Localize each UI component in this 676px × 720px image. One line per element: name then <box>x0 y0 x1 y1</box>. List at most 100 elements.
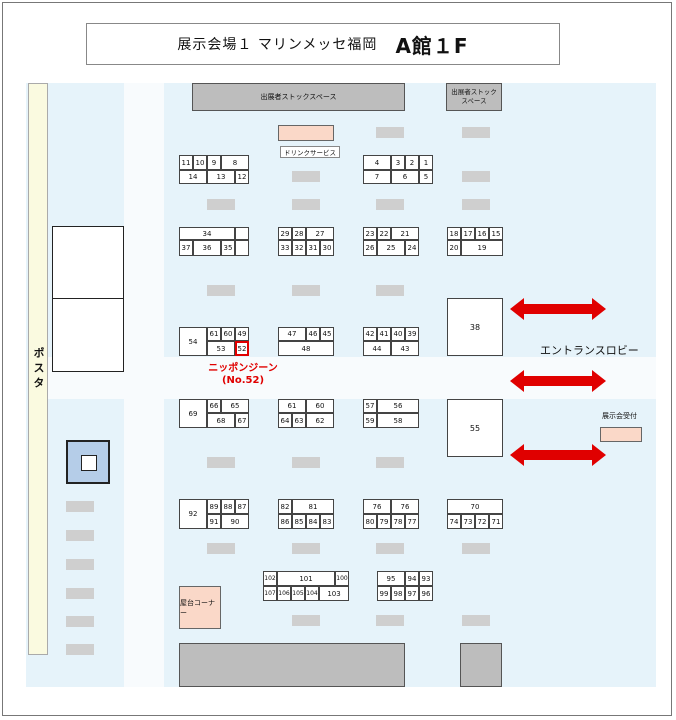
booth-20[interactable]: 20 <box>447 240 461 256</box>
booth-15[interactable]: 15 <box>489 227 503 240</box>
booth-90[interactable]: 90 <box>221 514 249 529</box>
booth-38[interactable]: 38 <box>447 298 503 356</box>
booth-5[interactable]: 5 <box>419 170 433 184</box>
booth-53[interactable]: 53 <box>207 341 235 356</box>
booth-11[interactable]: 11 <box>179 155 193 170</box>
booth-72[interactable]: 72 <box>475 514 489 529</box>
booth-45[interactable]: 45 <box>320 327 334 341</box>
booth-42[interactable]: 42 <box>363 327 377 341</box>
booth-71[interactable]: 71 <box>489 514 503 529</box>
booth-106[interactable]: 106 <box>277 586 291 601</box>
booth-92[interactable]: 92 <box>179 499 207 529</box>
booth-84[interactable]: 84 <box>306 514 320 529</box>
booth-97[interactable]: 97 <box>405 586 419 601</box>
booth-4[interactable]: 4 <box>363 155 391 170</box>
booth-102[interactable]: 102 <box>263 571 277 586</box>
booth-46[interactable]: 46 <box>306 327 320 341</box>
booth-79[interactable]: 79 <box>377 514 391 529</box>
booth-22[interactable]: 22 <box>377 227 391 240</box>
booth-52-highlighted[interactable]: 52 <box>235 341 249 356</box>
booth-61[interactable]: 61 <box>207 327 221 341</box>
booth-37[interactable]: 37 <box>179 240 193 256</box>
booth-9[interactable]: 9 <box>207 155 221 170</box>
booth-23[interactable]: 23 <box>363 227 377 240</box>
booth-63[interactable]: 63 <box>292 413 306 428</box>
booth-107[interactable]: 107 <box>263 586 277 601</box>
booth-80[interactable]: 80 <box>363 514 377 529</box>
booth-88[interactable]: 88 <box>221 499 235 514</box>
booth-76-left[interactable]: 76 <box>363 499 391 514</box>
booth-98[interactable]: 98 <box>391 586 405 601</box>
booth-55[interactable]: 55 <box>447 399 503 457</box>
booth-58[interactable]: 58 <box>377 413 419 428</box>
booth-31[interactable]: 31 <box>306 240 320 256</box>
booth-36[interactable]: 36 <box>193 240 221 256</box>
booth-28[interactable]: 28 <box>292 227 306 240</box>
booth-29[interactable]: 29 <box>278 227 292 240</box>
booth-67[interactable]: 67 <box>235 413 249 428</box>
booth-89[interactable]: 89 <box>207 499 221 514</box>
booth-8[interactable]: 8 <box>221 155 249 170</box>
booth-1[interactable]: 1 <box>419 155 433 170</box>
booth-70[interactable]: 70 <box>447 499 503 514</box>
booth-17[interactable]: 17 <box>461 227 475 240</box>
booth-25[interactable]: 25 <box>377 240 405 256</box>
booth-57[interactable]: 57 <box>363 399 377 413</box>
booth-83[interactable]: 83 <box>320 514 334 529</box>
booth-44[interactable]: 44 <box>363 341 391 356</box>
booth-54[interactable]: 54 <box>179 327 207 356</box>
booth-13[interactable]: 13 <box>207 170 235 184</box>
booth-69[interactable]: 69 <box>179 399 207 428</box>
booth-82[interactable]: 82 <box>278 499 292 514</box>
booth-48[interactable]: 48 <box>278 341 334 356</box>
booth-62[interactable]: 62 <box>306 413 334 428</box>
booth-87[interactable]: 87 <box>235 499 249 514</box>
booth-49[interactable]: 49 <box>235 327 249 341</box>
booth-56[interactable]: 56 <box>377 399 419 413</box>
booth-101[interactable]: 101 <box>277 571 335 586</box>
booth-81[interactable]: 81 <box>292 499 334 514</box>
booth-3[interactable]: 3 <box>391 155 405 170</box>
booth-2[interactable]: 2 <box>405 155 419 170</box>
booth-60-lower[interactable]: 60 <box>306 399 334 413</box>
booth-14[interactable]: 14 <box>179 170 207 184</box>
booth-32[interactable]: 32 <box>292 240 306 256</box>
booth-26[interactable]: 26 <box>363 240 377 256</box>
booth-34-ext[interactable] <box>235 227 249 240</box>
booth-99[interactable]: 99 <box>377 586 391 601</box>
booth-35-ext[interactable] <box>235 240 249 256</box>
booth-65[interactable]: 65 <box>221 399 249 413</box>
booth-16[interactable]: 16 <box>475 227 489 240</box>
booth-103[interactable]: 103 <box>319 586 349 601</box>
booth-6[interactable]: 6 <box>391 170 419 184</box>
booth-7[interactable]: 7 <box>363 170 391 184</box>
booth-21[interactable]: 21 <box>391 227 419 240</box>
booth-76-right[interactable]: 76 <box>391 499 419 514</box>
booth-43[interactable]: 43 <box>391 341 419 356</box>
booth-68[interactable]: 68 <box>207 413 235 428</box>
booth-60[interactable]: 60 <box>221 327 235 341</box>
booth-64[interactable]: 64 <box>278 413 292 428</box>
booth-41[interactable]: 41 <box>377 327 391 341</box>
booth-39[interactable]: 39 <box>405 327 419 341</box>
booth-66[interactable]: 66 <box>207 399 221 413</box>
booth-93[interactable]: 93 <box>419 571 433 586</box>
booth-40[interactable]: 40 <box>391 327 405 341</box>
booth-104[interactable]: 104 <box>305 586 319 601</box>
booth-74[interactable]: 74 <box>447 514 461 529</box>
booth-59[interactable]: 59 <box>363 413 377 428</box>
booth-24[interactable]: 24 <box>405 240 419 256</box>
booth-105[interactable]: 105 <box>291 586 305 601</box>
booth-33[interactable]: 33 <box>278 240 292 256</box>
booth-30[interactable]: 30 <box>320 240 334 256</box>
booth-86[interactable]: 86 <box>278 514 292 529</box>
booth-61-lower[interactable]: 61 <box>278 399 306 413</box>
booth-94[interactable]: 94 <box>405 571 419 586</box>
booth-95[interactable]: 95 <box>377 571 405 586</box>
booth-100[interactable]: 100 <box>335 571 349 586</box>
booth-78[interactable]: 78 <box>391 514 405 529</box>
booth-27[interactable]: 27 <box>306 227 334 240</box>
booth-91[interactable]: 91 <box>207 514 221 529</box>
booth-19[interactable]: 19 <box>461 240 503 256</box>
booth-12[interactable]: 12 <box>235 170 249 184</box>
